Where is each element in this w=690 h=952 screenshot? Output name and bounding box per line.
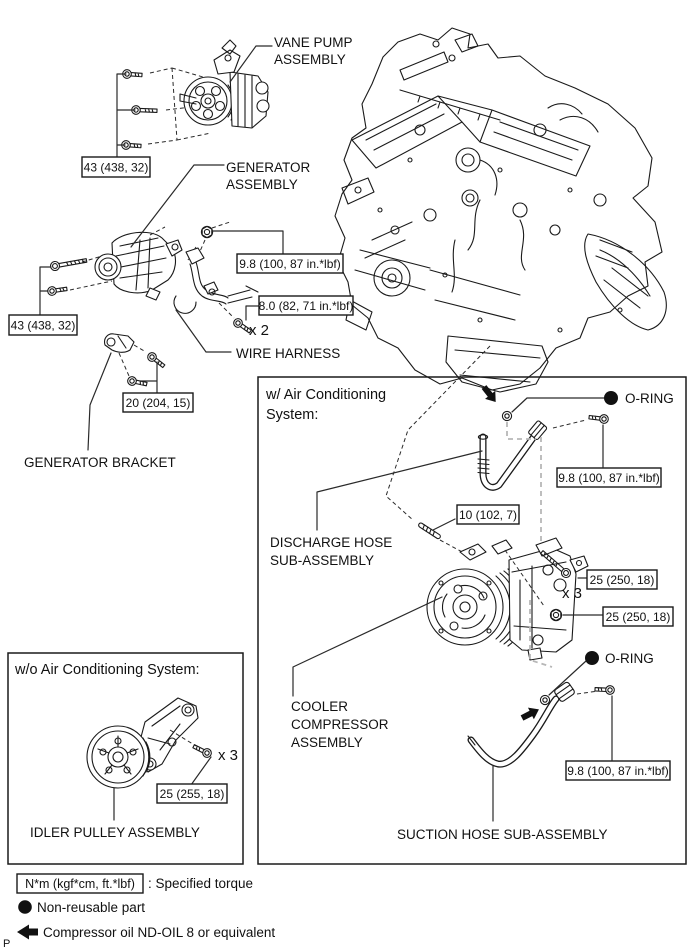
bolt-icon (145, 350, 168, 371)
label-x2: x 2 (249, 322, 269, 339)
torque-box (8, 314, 78, 336)
nut-icon (200, 225, 214, 239)
stud-icon (418, 522, 441, 540)
label-cooler-1: COOLER (291, 699, 348, 714)
torque-value: 25 (250, 18) (590, 573, 655, 587)
vane-pump-bolts (116, 68, 158, 158)
leader-oring-bottom (548, 660, 587, 696)
torque-box (602, 606, 674, 627)
leader-discharge-hose (316, 450, 483, 531)
torque-box (122, 392, 194, 413)
union-bolt-icon (594, 684, 616, 696)
generator-bracket-part (104, 333, 147, 377)
leader-generator (130, 164, 225, 248)
torque-value: 10 (102, 7) (459, 508, 517, 522)
leader-vane-pump (229, 45, 273, 83)
torque-value: 9.8 (100, 87 in.*lbf) (567, 764, 668, 778)
crank-pulley (373, 259, 411, 297)
compressor-oil-label: Compressor oil ND-OIL 8 or equivalent (43, 925, 275, 940)
torque-unit: N*m (kgf*cm, ft.*lbf) (25, 877, 135, 891)
non-reusable-bullet-icon (585, 651, 599, 665)
torque-box (236, 253, 344, 274)
label-suction-hose: SUCTION HOSE SUB-ASSEMBLY (397, 827, 608, 842)
label-vane-pump-1: VANE PUMP (274, 35, 353, 50)
bolt-icon (191, 741, 214, 760)
torque-desc: : Specified torque (148, 876, 253, 891)
torque-box (556, 467, 662, 488)
compressor-part (426, 537, 589, 668)
label-discharge-1: DISCHARGE HOSE (270, 535, 392, 550)
label-oring-top: O-RING (625, 391, 674, 406)
torque-box (156, 783, 228, 804)
idler-pulley-part (86, 697, 199, 789)
leader-wire-harness (175, 309, 232, 353)
label-discharge-2: SUB-ASSEMBLY (270, 553, 374, 568)
leader-compressor (292, 596, 443, 697)
discharge-hose-part (477, 382, 610, 548)
legend: N*m (kgf*cm, ft.*lbf) : Specified torque… (3, 873, 275, 950)
label-vane-pump-2: ASSEMBLY (274, 52, 346, 67)
torque-box (586, 569, 658, 590)
leader-stud (432, 518, 456, 531)
non-reusable-bullet-icon (604, 391, 618, 405)
torque-value: 43 (438, 32) (84, 161, 149, 175)
union-bolt-icon (588, 412, 610, 425)
torque-box (565, 760, 671, 781)
label-x3-idler: x 3 (218, 747, 238, 764)
o-ring-icon (501, 410, 513, 422)
generator-bolts (39, 255, 88, 316)
engine-illustration (334, 27, 667, 393)
o-ring-icon (539, 694, 551, 706)
torque-value: 9.8 (100, 87 in.*lbf) (558, 471, 659, 485)
leader-idler-bolt (190, 756, 212, 786)
label-cooler-3: ASSEMBLY (291, 735, 363, 750)
vane-pump-part (147, 39, 270, 145)
suction-hose-part (467, 681, 616, 768)
leader-oring-top (511, 397, 605, 413)
section-with-ac-2: System: (266, 407, 318, 423)
bolt-icon (49, 255, 88, 272)
torque-value: 20 (204, 15) (126, 396, 191, 410)
label-wire-harness: WIRE HARNESS (236, 346, 340, 361)
label-generator-2: ASSEMBLY (226, 177, 298, 192)
label-generator-bracket: GENERATOR BRACKET (24, 455, 176, 470)
torque-box (258, 295, 354, 316)
wire-harness-part (173, 247, 259, 314)
torque-value: 25 (255, 18) (160, 787, 225, 801)
generator-part (69, 226, 197, 301)
bolt-icon (126, 375, 149, 389)
oil-arrow-icon (17, 924, 38, 940)
leader-harness-bolt (245, 305, 260, 321)
nut-icon (549, 608, 563, 622)
without-ac-box (7, 652, 244, 865)
section-without-ac: w/o Air Conditioning System: (14, 662, 200, 678)
non-reusable-label: Non-reusable part (37, 900, 145, 915)
with-ac-box (257, 376, 687, 865)
page-marker: P (3, 938, 10, 950)
torque-value: 8.0 (82, 71 in.*lbf) (259, 299, 354, 313)
label-x3-compressor: x 3 (562, 585, 582, 602)
torque-unit-box (16, 873, 144, 894)
torque-box (81, 156, 151, 178)
torque-box (456, 504, 520, 525)
section-with-ac-1: w/ Air Conditioning (265, 387, 386, 403)
label-generator-1: GENERATOR (226, 160, 311, 175)
torque-value: 9.8 (100, 87 in.*lbf) (239, 257, 340, 271)
bolt-icon (46, 284, 69, 297)
torque-value: 43 (438, 32) (11, 319, 76, 333)
leader-gen-nut (211, 230, 284, 255)
label-cooler-2: COMPRESSOR (291, 717, 389, 732)
label-oring-bottom: O-RING (605, 651, 654, 666)
label-idler-pulley: IDLER PULLEY ASSEMBLY (30, 825, 200, 840)
non-reusable-bullet-icon (18, 900, 32, 914)
torque-value: 25 (250, 18) (606, 610, 671, 624)
